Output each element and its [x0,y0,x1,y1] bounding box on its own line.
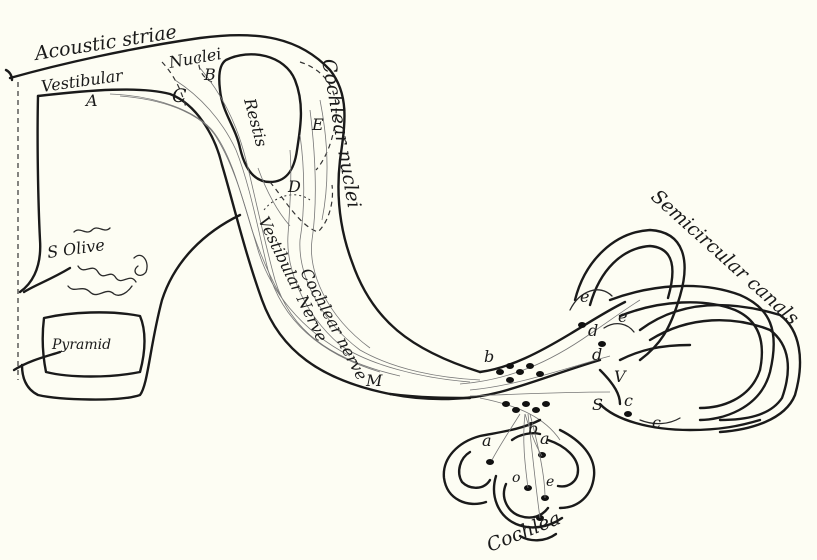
label-o: o [512,470,520,486]
label-c-right: c [652,413,661,432]
label-b-lower: b [528,419,538,438]
nerve-fibers [110,68,480,382]
label-acoustic-striae: Acoustic striae [31,21,178,65]
label-e-lower: e [546,474,554,490]
label-A: A [84,91,98,110]
ganglion-cells [486,322,632,521]
label-C: C [172,85,187,107]
label-e-right: e [618,307,627,326]
label-restis: Restis [240,95,271,149]
label-d-upper: d [588,321,598,340]
label-s-olive: S Olive [46,235,106,262]
label-c-left: c [624,391,633,410]
label-b-upper: b [484,347,494,366]
nerve-trunk [390,300,640,440]
label-S: S [592,395,603,414]
semicircular-canals [570,230,800,432]
label-a-left: a [482,431,492,450]
label-pyramid: Pyramid [51,337,111,353]
label-D: D [287,177,301,196]
label-d-lower: d [592,345,602,364]
label-cochlear-nuclei: Cochlear nuclei [317,57,365,210]
label-e-upper: e [580,287,589,306]
label-M: M [365,371,383,390]
label-V: V [614,367,627,386]
label-B: B [203,65,216,84]
label-cochlea: Cochlea [484,507,564,556]
label-E: E [311,115,324,134]
nuclei-regions [162,56,336,232]
label-a-right: a [540,429,550,448]
